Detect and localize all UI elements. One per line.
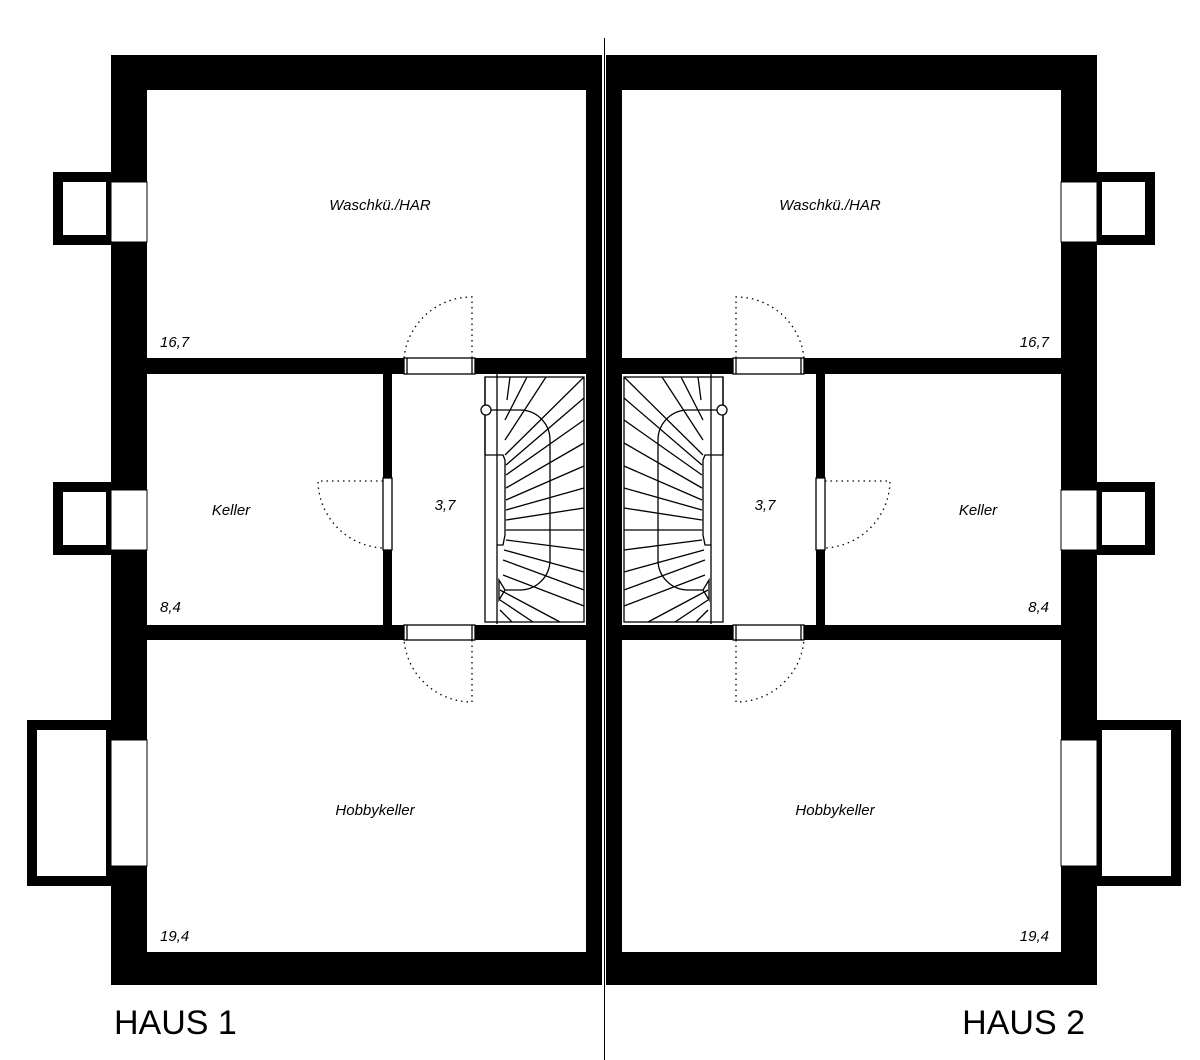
room-waschkueche [622,90,1061,358]
stair-tread [499,609,513,623]
room-name-hobbykeller: Hobbykeller [795,802,875,819]
staircase [623,372,728,624]
room-area-flur: 3,7 [755,497,777,514]
stair-tread [647,589,709,623]
stair-tread [504,376,585,456]
stair-tread [623,487,703,511]
stair-tread [502,574,585,607]
house-1-plan [27,55,602,985]
stair-tread [505,419,585,476]
house-2-plan [606,55,1181,985]
room-keller [825,374,1061,625]
door-hobbykeller [732,624,805,703]
room-area-keller: 8,4 [160,599,181,616]
stair-tread [623,376,704,456]
room-waschkueche [147,90,586,358]
stair-tread [505,397,585,466]
stair-tread [623,465,703,501]
room-area-waschkueche: 16,7 [160,334,190,351]
room-area-hobbykeller: 19,4 [160,928,189,945]
stair-tread [623,549,705,573]
stair-tread [623,574,706,607]
light-well-top [1060,172,1155,245]
stair-tread [623,507,703,521]
door-waschkueche [732,296,805,375]
room-hobbykeller [147,640,586,952]
light-well-bottom [1060,720,1181,886]
stair-tread [697,376,702,401]
stair-tread [503,549,585,573]
room-name-waschkueche: Waschkü./HAR [329,197,431,214]
light-well-middle [53,482,148,555]
stair-tread [674,599,709,623]
light-well-top [53,172,148,245]
stair-tread [502,559,585,591]
stair-tread [505,539,585,551]
door-hobbykeller [403,624,476,703]
house-2-label: HAUS 2 [962,1004,1085,1042]
room-keller [147,374,383,625]
stair-tread [505,507,585,521]
stair-tread [680,376,704,421]
stair-tread [623,397,703,466]
stair-tread [505,465,585,501]
room-name-hobbykeller: Hobbykeller [335,802,415,819]
room-name-keller: Keller [212,502,251,519]
door-keller [317,477,393,551]
stair-tread [623,559,706,591]
stair-tread [499,589,561,623]
room-name-waschkueche: Waschkü./HAR [779,197,881,214]
room-flur [622,374,816,625]
stair-tread [661,376,704,441]
room-flur [392,374,586,625]
door-waschkueche [403,296,476,375]
stair-tread [504,376,528,421]
room-hobbykeller [622,640,1061,952]
stair-tread [623,419,703,476]
light-well-middle [1060,482,1155,555]
stair-tread [623,442,703,489]
stair-tread [499,599,534,623]
door-keller [815,477,891,551]
staircase [480,372,585,624]
stair-tread [506,376,511,401]
stair-tread [695,609,709,623]
room-area-waschkueche: 16,7 [1020,334,1050,351]
stair-tread [623,539,703,551]
room-area-hobbykeller: 19,4 [1020,928,1049,945]
room-name-keller: Keller [959,502,998,519]
room-area-keller: 8,4 [1028,599,1049,616]
room-area-flur: 3,7 [435,497,457,514]
stair-tread [505,442,585,489]
stair-tread [505,487,585,511]
house-1-label: HAUS 1 [114,1004,237,1042]
stair-tread [504,376,547,441]
light-well-bottom [27,720,148,886]
